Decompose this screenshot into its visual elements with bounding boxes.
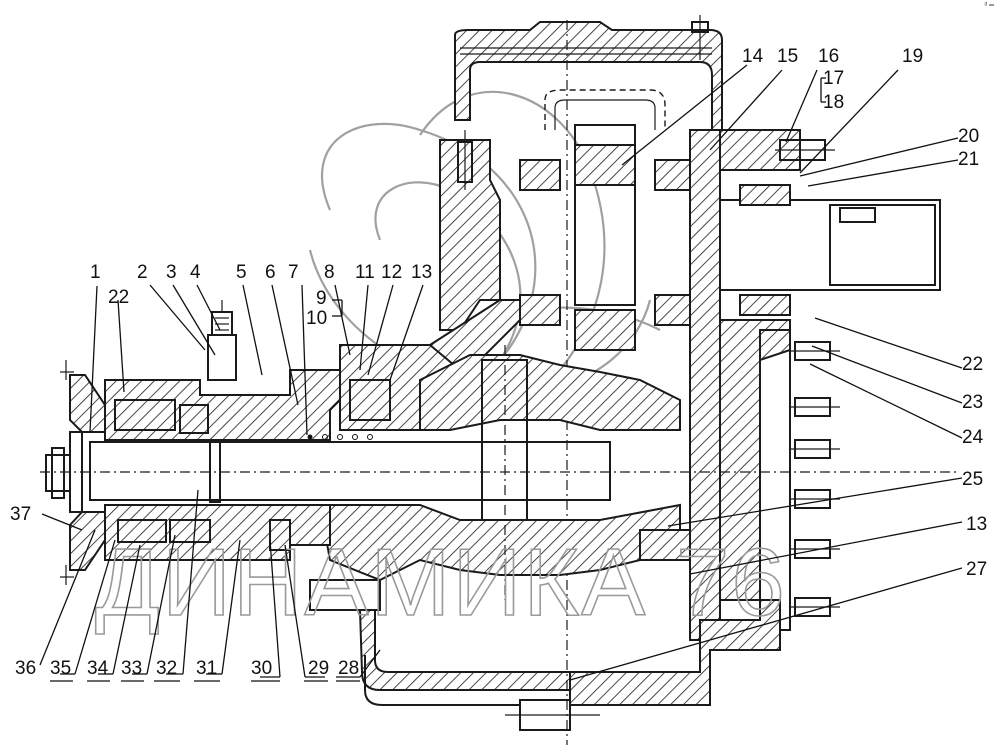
callout-2: 2 (137, 262, 148, 283)
callout-22-left: 22 (108, 287, 129, 308)
callout-24: 24 (962, 427, 984, 448)
callout-33: 33 (121, 658, 142, 679)
callout-23: 23 (962, 392, 983, 413)
callout-3: 3 (166, 262, 177, 283)
callout-27: 27 (966, 559, 987, 580)
callout-37: 37 (10, 504, 31, 525)
callout-21: 21 (958, 149, 979, 170)
housing-left-wall (439, 130, 501, 331)
callout-31: 31 (196, 658, 217, 679)
callout-14: 14 (742, 46, 764, 67)
callout-16: 16 (818, 46, 839, 67)
lower-seal-assembly (104, 504, 331, 561)
watermark-text: ДИНАМИКА 76 (95, 529, 787, 636)
callout-6: 6 (265, 262, 276, 283)
callout-13-lower: 13 (966, 514, 987, 535)
callout-34: 34 (87, 658, 109, 679)
input-bearing-housing (104, 299, 521, 441)
callout-13-upper: 13 (411, 262, 432, 283)
callout-18: 18 (823, 92, 844, 113)
callout-12: 12 (381, 262, 402, 283)
right-cover (689, 129, 840, 641)
output-shaft (689, 129, 941, 316)
callout-9: 9 (316, 288, 327, 309)
callout-36: 36 (15, 658, 36, 679)
callout-22-right: 22 (962, 354, 983, 375)
callout-labels: 1 2 3 4 5 6 7 8 9 10 11 12 13 14 15 16 1… (10, 46, 987, 679)
callout-4: 4 (190, 262, 201, 283)
callout-28: 28 (338, 658, 359, 679)
callout-1: 1 (90, 262, 101, 283)
intermediate-gear (519, 124, 696, 351)
callout-8: 8 (324, 262, 335, 283)
corner-mark: ᵈ ═ (984, 2, 994, 9)
callout-29: 29 (308, 658, 329, 679)
callout-11: 11 (355, 262, 375, 283)
callout-30: 30 (251, 658, 272, 679)
callout-5: 5 (236, 262, 247, 283)
callout-15: 15 (777, 46, 798, 67)
callout-32: 32 (156, 658, 177, 679)
callout-10: 10 (306, 308, 327, 329)
callout-25: 25 (962, 469, 983, 490)
input-shaft (40, 360, 960, 585)
callout-35: 35 (50, 658, 71, 679)
callout-20: 20 (958, 126, 979, 147)
callout-19: 19 (902, 46, 923, 67)
callout-17: 17 (823, 68, 844, 89)
leader-lines (39, 64, 963, 681)
lower-housing (358, 20, 781, 745)
bevel-gear (309, 345, 691, 611)
callout-7: 7 (288, 262, 299, 283)
